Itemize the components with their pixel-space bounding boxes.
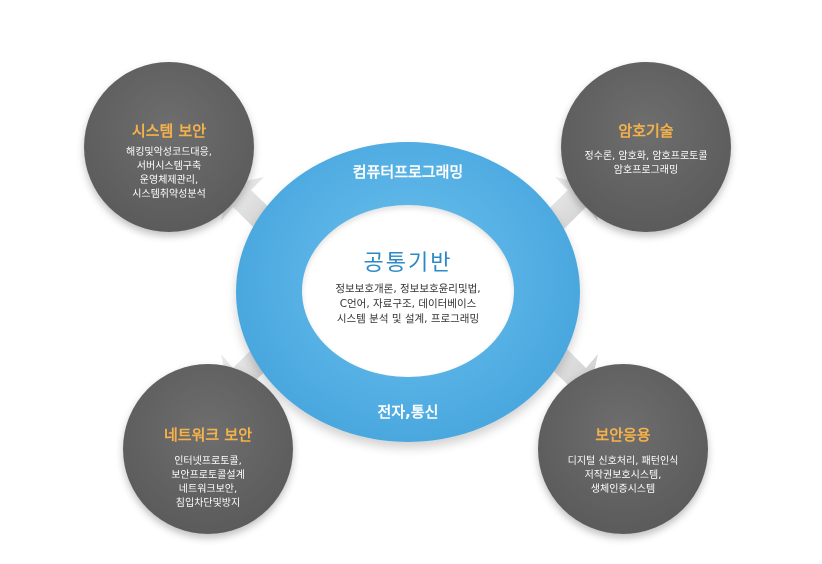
core-line: 정보보호개론, 정보보호윤리및법,	[335, 283, 481, 295]
node-line: 디지털 신호처리, 패턴인식	[567, 456, 679, 467]
node-title-network-security: 네트워크 보안	[163, 426, 253, 444]
node-title-security-application: 보안응용	[595, 426, 651, 444]
node-security-application	[538, 364, 708, 534]
node-line: 정수론, 암호화, 암호프로토콜	[584, 151, 708, 162]
node-line: 시스템취약성분석	[132, 189, 206, 200]
node-network-security	[123, 364, 293, 534]
node-lines-network-security: 인터넷프로토콜, 보안프로토콜설계 네트워크보안, 침입차단및방지	[123, 455, 293, 511]
node-line: 침입차단및방지	[175, 498, 241, 509]
node-line: 인터넷프로토콜,	[174, 456, 242, 467]
node-line: 네트워크보안,	[178, 484, 238, 495]
node-lines-system-security: 해킹및악성코드대응, 서버시스템구축 운영체제관리, 시스템취약성분석	[84, 146, 254, 202]
node-line: 생체인증시스템	[590, 484, 656, 495]
core-title: 공통기반	[363, 251, 453, 276]
core-line: C언어, 자료구조, 데이터베이스	[339, 298, 477, 310]
node-line: 보안프로토콜설계	[171, 470, 245, 481]
node-line: 암호프로그래밍	[613, 165, 679, 176]
ring-label-electronics-communication: 전자,통신	[377, 403, 439, 421]
node-line: 저작권보호시스템,	[584, 470, 662, 481]
node-title-cryptography: 암호기술	[618, 122, 674, 140]
ring-label-computer-programming: 컴퓨터프로그래밍	[352, 163, 464, 181]
common-foundation-core	[302, 205, 514, 377]
node-line: 해킹및악성코드대응,	[126, 147, 212, 158]
node-title-system-security: 시스템 보안	[131, 122, 207, 140]
core-description: 정보보호개론, 정보보호윤리및법, C언어, 자료구조, 데이터베이스 시스템 …	[308, 282, 508, 327]
node-lines-security-application: 디지털 신호처리, 패턴인식 저작권보호시스템, 생체인증시스템	[538, 455, 708, 497]
node-lines-cryptography: 정수론, 암호화, 암호프로토콜 암호프로그래밍	[561, 150, 731, 178]
node-cryptography	[561, 62, 731, 232]
node-system-security	[84, 62, 254, 232]
node-line: 운영체제관리,	[139, 175, 199, 186]
core-line: 시스템 분석 및 설계, 프로그래밍	[336, 313, 480, 325]
node-line: 서버시스템구축	[136, 161, 202, 172]
